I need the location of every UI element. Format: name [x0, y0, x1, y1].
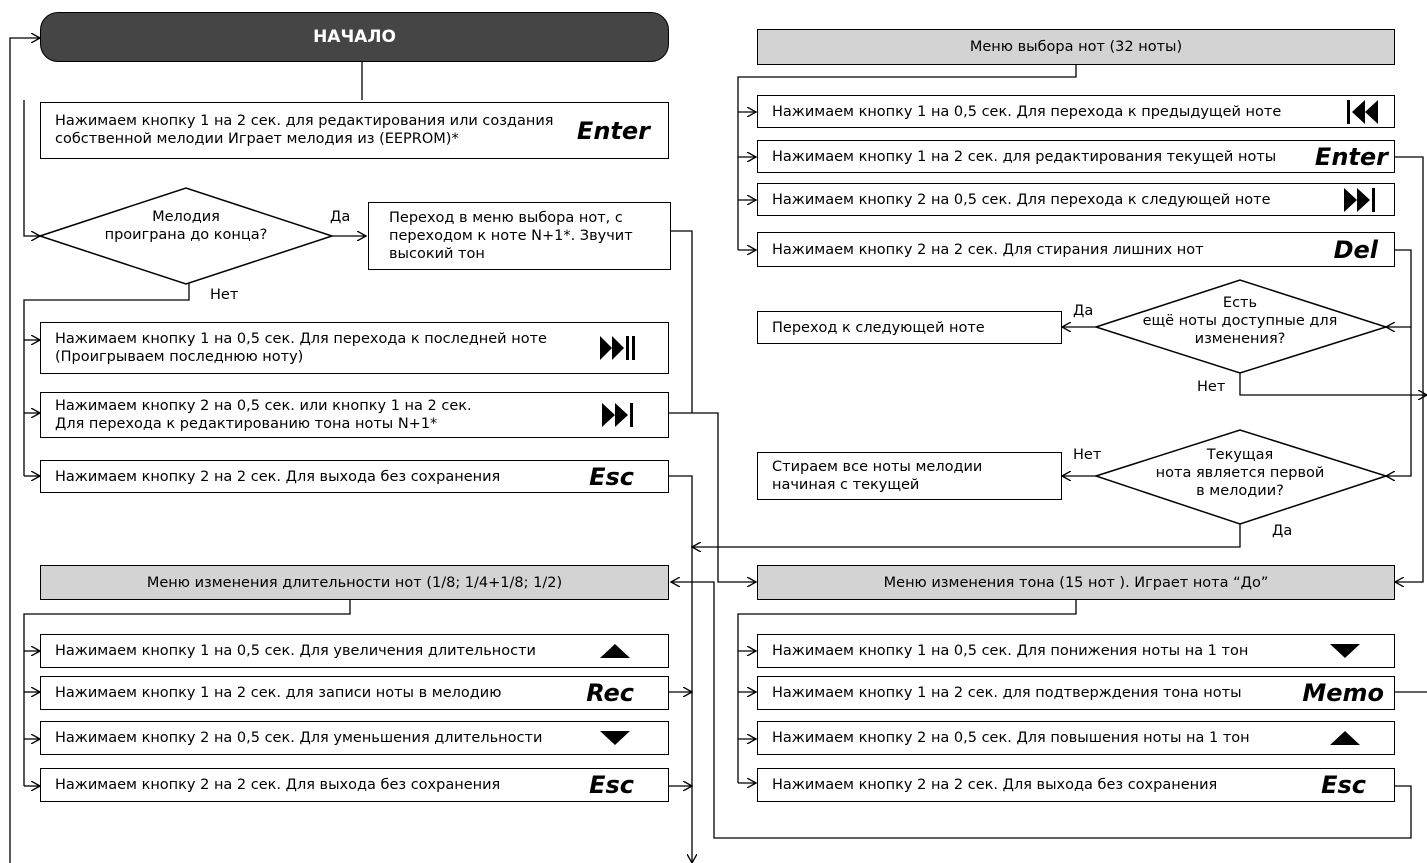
decision-more-no: Нет — [1197, 379, 1226, 395]
decision-more-line3: изменения? — [1194, 331, 1286, 347]
tone-item-confirm-label: Нажимаем кнопку 1 на 2 сек. для подтверж… — [772, 685, 1242, 701]
del-key-label: Del — [1333, 235, 1378, 264]
decision-melody-no: Нет — [210, 287, 239, 303]
decision-first-line1: Текущая — [1206, 447, 1274, 463]
tone-item-raise: Нажимаем кнопку 2 на 0,5 сек. Для повыше… — [757, 721, 1395, 755]
triangle-up-icon — [600, 644, 630, 658]
note-menu-header: Меню выбора нот (32 ноты) — [757, 29, 1395, 65]
decision-diamond-more-notes — [1093, 279, 1389, 374]
start-box: НАЧАЛО — [40, 12, 669, 62]
goto-line1: Переход в меню выбора нот, с — [389, 210, 623, 226]
note-item-edit-label: Нажимаем кнопку 1 на 2 сек. для редактир… — [772, 148, 1277, 165]
decision-first-no: Нет — [1073, 447, 1102, 463]
duration-item-decrease-label: Нажимаем кнопку 2 на 0,5 сек. Для уменьш… — [55, 730, 543, 746]
duration-item-increase-label: Нажимаем кнопку 1 на 0,5 сек. Для увелич… — [55, 643, 536, 659]
tone-item-lower-label: Нажимаем кнопку 1 на 0,5 сек. Для пониже… — [772, 643, 1249, 659]
start-label: НАЧАЛО — [313, 27, 396, 47]
erase-line1: Стираем все ноты мелодии — [772, 459, 983, 475]
goto-note-menu-box: Переход в меню выбора нот, с переходом к… — [368, 202, 671, 270]
duration-menu-header: Меню изменения длительности нот (1/8; 1/… — [40, 565, 669, 600]
decision-first-line2: нота является первой — [1155, 465, 1325, 481]
decision-melody-text: Мелодия проиграна до конца? — [86, 208, 286, 244]
tone-item-raise-label: Нажимаем кнопку 2 на 0,5 сек. Для повыше… — [772, 730, 1250, 746]
note-item-previous: Нажимаем кнопку 1 на 0,5 сек. Для перехо… — [757, 95, 1395, 128]
decision-more-yes: Да — [1073, 303, 1094, 319]
esc-key-label: Esc — [589, 771, 634, 799]
triangle-down-icon — [600, 731, 630, 745]
last-note-box: Нажимаем кнопку 1 на 0,5 сек. Для перехо… — [40, 322, 669, 374]
duration-menu-title: Меню изменения длительности нот (1/8; 1/… — [146, 574, 563, 591]
previous-track-icon — [1347, 99, 1378, 124]
decision-more-text: Есть ещё ноты доступные для изменения? — [1140, 294, 1340, 348]
note-item-delete: Нажимаем кнопку 2 на 2 сек. Для стирания… — [757, 232, 1395, 267]
duration-item-record: Нажимаем кнопку 1 на 2 сек. для записи н… — [40, 676, 669, 710]
decision-diamond-melody — [37, 187, 335, 285]
note-menu-title: Меню выбора нот (32 ноты) — [969, 39, 1183, 55]
duration-item-exit-label: Нажимаем кнопку 2 на 2 сек. Для выхода б… — [55, 777, 501, 793]
exit-box: Нажимаем кнопку 2 на 2 сек. Для выхода б… — [40, 460, 669, 493]
decision-melody-line1: Мелодия — [152, 209, 220, 225]
decision-more-line1: Есть — [1222, 295, 1258, 311]
erase-line2: начиная с текущей — [772, 477, 920, 493]
last-note-line2: (Проигрываем последнюю ноту) — [55, 349, 304, 365]
esc-key-label: Esc — [589, 462, 634, 491]
decision-melody-yes: Да — [330, 209, 351, 225]
enter-key-label: Enter — [1314, 142, 1388, 171]
tone-item-lower: Нажимаем кнопку 1 на 0,5 сек. Для пониже… — [757, 634, 1395, 668]
note-item-next-label: Нажимаем кнопку 2 на 0,5 сек. Для перехо… — [772, 191, 1271, 208]
duration-item-exit: Нажимаем кнопку 2 на 2 сек. Для выхода б… — [40, 768, 669, 802]
decision-first-yes: Да — [1272, 523, 1293, 539]
enter-edit-box: Нажимаем кнопку 1 на 2 сек. для редактир… — [40, 102, 669, 159]
enter-edit-line1: Нажимаем кнопку 1 на 2 сек. для редактир… — [55, 113, 554, 129]
enter-edit-line2: собственной мелодии Играет мелодия из (E… — [55, 131, 459, 147]
edit-next-line2: Для перехода к редактированию тона ноты … — [55, 416, 438, 432]
duration-item-record-label: Нажимаем кнопку 1 на 2 сек. для записи н… — [55, 685, 502, 701]
tone-menu-title: Меню изменения тона (15 нот ). Играет но… — [883, 574, 1269, 591]
goto-line3: высокий тон — [389, 246, 485, 262]
tone-item-confirm: Нажимаем кнопку 1 на 2 сек. для подтверж… — [757, 676, 1395, 710]
tone-menu-header: Меню изменения тона (15 нот ). Играет но… — [757, 565, 1395, 600]
exit-label: Нажимаем кнопку 2 на 2 сек. Для выхода б… — [55, 468, 501, 485]
decision-first-text: Текущая нота является первой в мелодии? — [1140, 446, 1340, 500]
note-item-delete-label: Нажимаем кнопку 2 на 2 сек. Для стирания… — [772, 241, 1204, 258]
tone-item-exit: Нажимаем кнопку 2 на 2 сек. Для выхода б… — [757, 768, 1395, 802]
next-track-icon — [1344, 187, 1375, 212]
decision-melody-line2: проиграна до конца? — [104, 227, 268, 243]
skip-end-icon — [600, 336, 635, 360]
edit-next-line1: Нажимаем кнопку 2 на 0,5 сек. или кнопку… — [55, 398, 472, 414]
rec-key-label: Rec — [586, 679, 634, 707]
triangle-down-icon — [1330, 644, 1360, 658]
decision-diamond-first-note — [1093, 429, 1389, 525]
next-track-icon — [602, 403, 633, 427]
note-item-previous-label: Нажимаем кнопку 1 на 0,5 сек. Для перехо… — [772, 103, 1282, 120]
next-note-label: Переход к следующей ноте — [772, 319, 985, 336]
last-note-line1: Нажимаем кнопку 1 на 0,5 сек. Для перехо… — [55, 331, 547, 347]
duration-item-decrease: Нажимаем кнопку 2 на 0,5 сек. Для уменьш… — [40, 721, 669, 755]
goto-line2: переходом к ноте N+1*. Звучит — [389, 228, 633, 244]
decision-more-line2: ещё ноты доступные для — [1142, 313, 1338, 329]
enter-key-label: Enter — [576, 116, 650, 145]
note-item-next: Нажимаем кнопку 2 на 0,5 сек. Для перехо… — [757, 183, 1395, 216]
memo-key-label: Memo — [1302, 679, 1384, 707]
decision-first-line3: в мелодии? — [1196, 483, 1284, 499]
duration-item-increase: Нажимаем кнопку 1 на 0,5 сек. Для увелич… — [40, 634, 669, 668]
tone-item-exit-label: Нажимаем кнопку 2 на 2 сек. Для выхода б… — [772, 777, 1218, 793]
erase-notes-box: Стираем все ноты мелодии начиная с текущ… — [757, 452, 1062, 500]
esc-key-label: Esc — [1321, 771, 1366, 799]
triangle-up-icon — [1330, 731, 1360, 745]
note-item-edit: Нажимаем кнопку 1 на 2 сек. для редактир… — [757, 140, 1395, 173]
next-note-box: Переход к следующей ноте — [757, 311, 1062, 344]
edit-next-note-box: Нажимаем кнопку 2 на 0,5 сек. или кнопку… — [40, 392, 669, 438]
